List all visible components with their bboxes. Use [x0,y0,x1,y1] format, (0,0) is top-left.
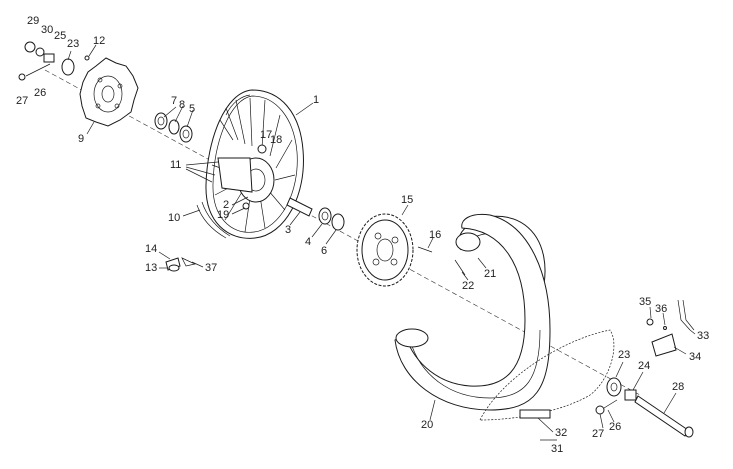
bearings-left [154,112,193,143]
callout-33: 33 [697,330,709,342]
right-axle-hardware [595,377,694,438]
callout-35: 35 [639,296,651,308]
callout-20: 20 [421,419,433,431]
callout-2: 2 [223,199,229,211]
callout-30: 30 [41,24,53,36]
callout-3: 3 [285,224,291,236]
callout-21: 21 [484,268,496,280]
callout-26b: 26 [609,421,621,433]
callout-8: 8 [179,99,185,111]
chain-adjuster [646,299,695,357]
left-axle-hardware [18,41,90,81]
callout-37: 37 [205,262,217,274]
callout-23b: 23 [618,349,630,361]
callout-7: 7 [171,95,177,107]
callout-11: 11 [170,159,181,171]
callout-24: 24 [638,360,650,372]
callout-9: 9 [78,133,84,145]
callout-13: 13 [145,262,157,274]
callout-17: 17 [260,129,272,141]
callout-5: 5 [189,103,195,115]
axle-spacers [286,197,345,231]
callout-27: 27 [16,95,28,107]
callout-1: 1 [313,94,319,106]
callout-31: 31 [551,443,563,455]
axle-center-line [44,69,641,396]
callout-23: 23 [67,38,79,50]
callout-15: 15 [401,194,413,206]
callout-27b: 27 [592,428,604,440]
brake-disc [79,57,139,127]
callout-34: 34 [689,351,701,363]
tire [394,213,551,411]
callout-36: 36 [655,303,667,315]
rim-strip [196,204,227,239]
callout-19: 19 [217,209,229,221]
callout-14: 14 [145,243,157,255]
callout-26: 26 [34,87,46,99]
callout-28: 28 [672,381,684,393]
small-parts [165,257,197,272]
rear-sprocket [356,213,414,287]
callout-18: 18 [270,134,282,146]
callout-16: 16 [429,229,441,241]
callout-10: 10 [168,212,180,224]
wheel-rim [205,89,304,239]
leader-lines [67,44,696,441]
callout-4: 4 [305,236,311,248]
callout-25: 25 [54,30,66,42]
callout-12: 12 [93,35,105,47]
drive-chain [479,329,615,421]
callout-6: 6 [321,245,327,257]
callout-labels: 29 30 25 23 12 26 27 1 7 8 5 9 17 18 11 … [16,15,709,455]
callout-32: 32 [555,427,567,439]
callout-22: 22 [462,280,474,292]
sprocket-bolt [417,246,433,253]
callout-29: 29 [27,15,39,27]
